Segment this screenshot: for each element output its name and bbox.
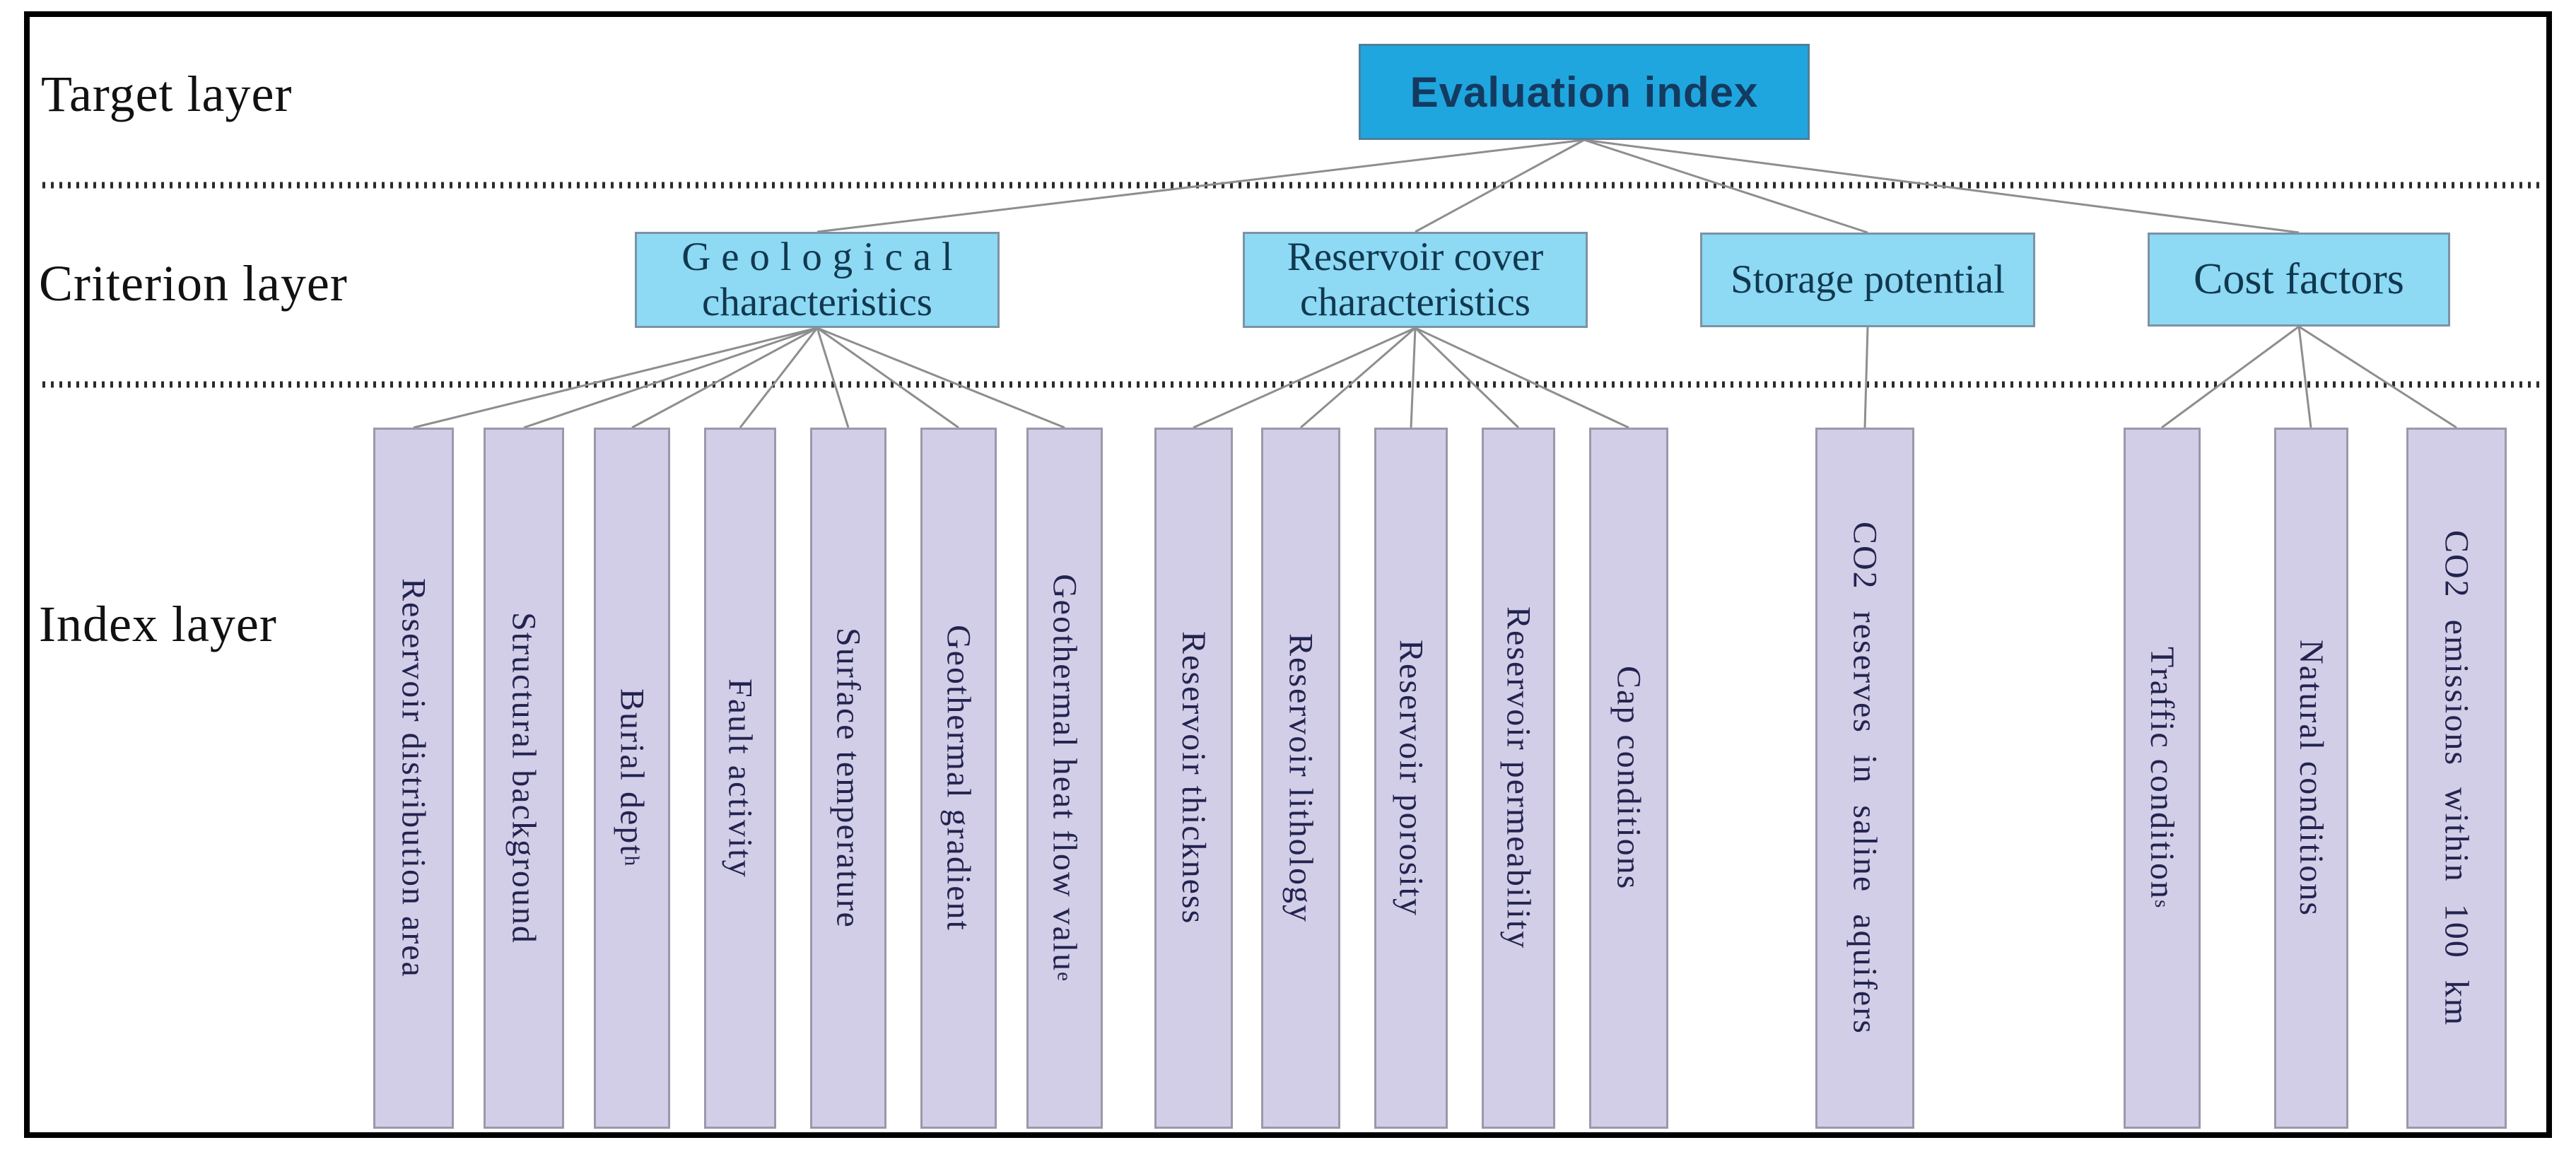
node-label: Reservoir thickness: [1175, 631, 1212, 925]
node-reservoir-thickness: Reservoir thickness: [1154, 428, 1233, 1129]
node-reservoir-porosity: Reservoir porosity: [1374, 428, 1448, 1129]
node-label-line1: Geological: [681, 234, 964, 279]
index-layer-label: Index layer: [39, 596, 277, 652]
node-label: Cap conditions: [1610, 666, 1648, 891]
node-burial-depth: Burial depth: [594, 428, 670, 1129]
node-geothermal-heat-flow-value: Geothermal heat flow value: [1026, 428, 1103, 1129]
node-co2-emissions-within-100km: CO2 emissions within 100 km: [2406, 428, 2507, 1129]
node-label: Burial dept: [613, 688, 651, 857]
node-label: Natural conditions: [2293, 640, 2330, 917]
node-label: Geothermal heat flow valu: [1046, 573, 1084, 973]
node-label: Reservoir lithology: [1282, 633, 1320, 923]
node-fault-activity: Fault activity: [704, 428, 776, 1129]
node-co2-reserves-in-saline-aquifers: CO2 reserves in saline aquifers: [1815, 428, 1914, 1129]
figure-border: [24, 11, 2552, 1138]
node-label: Traffic condition: [2143, 647, 2181, 900]
node-label-subscript: h: [620, 856, 643, 868]
node-label-line1: Reservoir cover: [1287, 234, 1544, 279]
node-label: Reservoir distribution area: [394, 578, 433, 978]
node-label: Geothermal gradient: [939, 625, 978, 932]
node-reservoir-distribution-area: Reservoir distribution area: [373, 428, 454, 1129]
node-cap-conditions: Cap conditions: [1589, 428, 1668, 1129]
node-storage-potential: Storage potential: [1700, 233, 2035, 327]
node-label: Evaluation index: [1410, 68, 1759, 116]
node-label: CO2 reserves in saline aquifers: [1846, 522, 1884, 1035]
target-layer-label: Target layer: [41, 66, 293, 122]
node-evaluation-index: Evaluation index: [1359, 44, 1810, 140]
node-geothermal-gradient: Geothermal gradient: [920, 428, 997, 1129]
node-label-line1: Storage potential: [1731, 257, 2005, 302]
node-label-subscript: e: [1053, 972, 1076, 982]
criterion-layer-label: Criterion layer: [39, 255, 348, 312]
criterion-to-index-connectors: [413, 325, 2457, 429]
node-reservoir-lithology: Reservoir lithology: [1261, 428, 1340, 1129]
node-structural-background: Structural background: [484, 428, 564, 1129]
node-label: Structural background: [505, 612, 543, 944]
node-label: Reservoir porosity: [1392, 640, 1430, 917]
node-label-line1: Cost factors: [2194, 255, 2404, 304]
target-to-criterion-connectors: [816, 139, 2300, 234]
node-surface-temperature: Surface temperature: [810, 428, 886, 1129]
node-natural-conditions: Natural conditions: [2274, 428, 2348, 1129]
node-label: Surface temperature: [829, 628, 867, 929]
node-reservoir-cover-characteristics: Reservoir cover characteristics: [1243, 232, 1588, 328]
node-label-line2: characteristics: [702, 280, 932, 324]
node-reservoir-permeability: Reservoir permeability: [1482, 428, 1555, 1129]
node-label-line2: characteristics: [1300, 280, 1530, 324]
node-label: CO2 emissions within 100 km: [2437, 529, 2476, 1027]
node-cost-factors: Cost factors: [2148, 233, 2450, 327]
node-label: Fault activity: [721, 678, 759, 879]
node-traffic-conditions: Traffic conditions: [2124, 428, 2201, 1129]
node-label: Reservoir permeability: [1499, 606, 1538, 950]
node-geological-characteristics: Geological characteristics: [635, 232, 1000, 328]
node-label-subscript: s: [2150, 900, 2173, 910]
